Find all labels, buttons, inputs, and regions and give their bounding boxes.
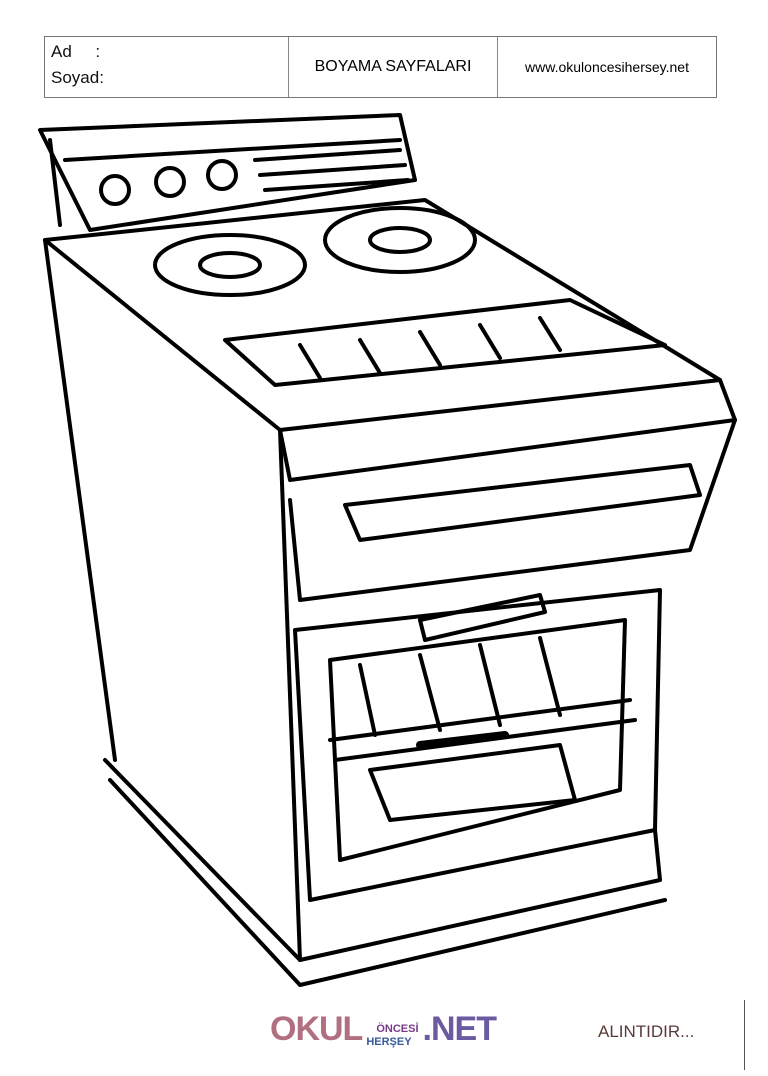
stove-illustration [38,113,737,987]
name-cell: Ad : Soyad: [45,37,289,97]
credit-label: ALINTIDIR... [598,1022,695,1041]
logo-okul: OKUL [270,1010,363,1048]
site-logo: OKUL ÖNCESİ HERŞEY .NET [270,1010,497,1049]
page-title: BOYAMA SAYFALARI [289,37,498,97]
header-table: Ad : Soyad: BOYAMA SAYFALARI www.okulonc… [44,36,717,98]
logo-hersey: HERŞEY [366,1036,412,1048]
name-label: Ad : [51,42,101,61]
page-border-line [744,1000,745,1070]
website-label: www.okuloncesihersey.net [525,59,689,75]
surname-label: Soyad: [51,68,104,87]
logo-net: .NET [422,1010,497,1048]
logo-oncesi: ÖNCESİ [376,1023,419,1035]
